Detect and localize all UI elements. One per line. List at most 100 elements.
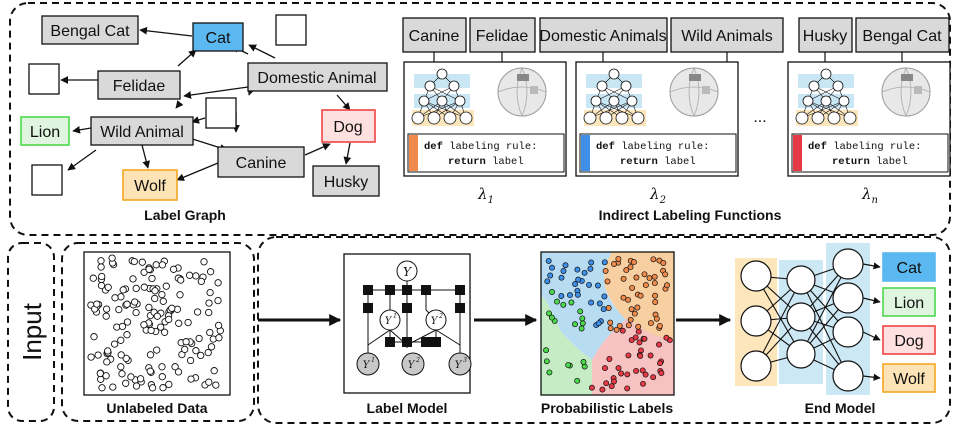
labeled-point (578, 325, 585, 332)
node-empty-4 (31, 164, 63, 196)
data-point (187, 375, 195, 383)
label-model: Y Y 1 Y 2 Y 1 Y 2 Y 3 Label Mo (343, 253, 472, 416)
data-point (197, 277, 205, 286)
factor-node (455, 303, 465, 313)
prob-labels-caption: Probabilistic Labels (541, 400, 673, 416)
code-color-bar (409, 135, 418, 171)
code-line-1: def labeling rule: (424, 141, 537, 153)
labeled-point (663, 334, 670, 341)
nn-icon-edge (595, 85, 627, 102)
labeled-point (646, 275, 653, 282)
labeled-point (633, 367, 640, 374)
node-y (396, 260, 418, 282)
nn-edge (800, 279, 849, 377)
data-point (169, 265, 178, 273)
data-point (145, 303, 153, 312)
label-model-caption: Label Model (367, 400, 448, 416)
data-point (152, 261, 160, 269)
ilf-ellipsis: ... (753, 109, 766, 126)
prob-frame (540, 251, 675, 396)
labeled-point (647, 320, 654, 327)
node-dog-label: Dog (333, 119, 362, 136)
lambda-label: λ1 (477, 185, 494, 206)
data-point (165, 380, 173, 389)
output-label-cat: Cat (897, 260, 922, 277)
labeled-point (543, 358, 550, 365)
code-keyword-def: def (424, 141, 443, 153)
wiki-globe-line (497, 86, 547, 93)
data-point (159, 384, 167, 392)
data-point (206, 268, 215, 276)
labeled-point (588, 259, 595, 266)
data-point (111, 294, 119, 302)
code-rest-1: labeling rule: (443, 141, 538, 153)
labeled-point (650, 256, 657, 263)
labeled-point (652, 299, 659, 305)
labeled-point (628, 306, 635, 313)
data-point (136, 375, 145, 383)
labeled-point (641, 271, 648, 278)
nn-icon-node (596, 80, 608, 92)
nn-icon-edge (595, 100, 639, 119)
labeled-point (611, 378, 617, 385)
code-keyword-return: return (620, 156, 658, 168)
node-y1-label: Y (385, 316, 393, 327)
lambda-label: λn (861, 185, 878, 206)
output-box-lion (882, 287, 936, 317)
node-y1-sup: 1 (393, 313, 397, 320)
nn-icon-edge (423, 100, 467, 119)
labeled-point (642, 282, 649, 289)
data-point (214, 296, 222, 305)
node-felidae-label: Felidae (113, 78, 166, 95)
node-cat (192, 22, 244, 52)
unlabeled-panel (61, 242, 255, 422)
code-keyword-def: def (596, 141, 615, 153)
ilf-label-box-3 (670, 17, 784, 53)
labeled-point (568, 299, 575, 306)
data-point (205, 308, 213, 317)
ilf-label-box-0 (402, 17, 467, 53)
data-point (207, 343, 216, 351)
nn-icon-node (620, 80, 632, 92)
labeled-point (636, 339, 643, 346)
labeled-point (588, 384, 595, 391)
data-point (195, 334, 203, 343)
data-point (158, 261, 167, 269)
factor-node (385, 337, 395, 347)
nn-icon-node (608, 68, 620, 80)
labeled-point (545, 257, 552, 264)
factor-node (385, 285, 395, 295)
code-rest-1: labeling rule: (827, 141, 922, 153)
data-point (159, 297, 167, 305)
ilf-section: Canine Felidae Domestic Animals Wild Ani… (402, 17, 951, 223)
labeled-point (575, 276, 582, 283)
output-edge (862, 373, 881, 381)
labeled-point (581, 269, 588, 276)
nn-icon-node (843, 111, 857, 125)
node-yhat1-label: Y (363, 360, 371, 371)
code-line-1: def labeling rule: (808, 141, 921, 153)
labeled-point (651, 273, 658, 280)
data-point (90, 333, 98, 341)
node-canine-label: Canine (236, 155, 287, 172)
nn-icon-node (411, 111, 425, 125)
data-point (146, 367, 154, 375)
ilf-label-5: Bengal Cat (862, 28, 942, 45)
lambda-symbol: λ (649, 185, 660, 203)
labeled-point (613, 326, 620, 333)
ilf-label-0: Canine (409, 28, 460, 45)
node-felidae (97, 70, 181, 100)
labeled-point (577, 308, 584, 315)
labeled-point (618, 370, 625, 377)
node-yhat2 (401, 352, 425, 376)
labeled-point (631, 310, 638, 317)
nn-icon-node (443, 111, 457, 125)
labeled-point (658, 370, 665, 377)
nn-icon-node (583, 111, 597, 125)
data-point (98, 272, 106, 281)
labeled-point (656, 322, 663, 329)
labeled-point (624, 371, 631, 378)
